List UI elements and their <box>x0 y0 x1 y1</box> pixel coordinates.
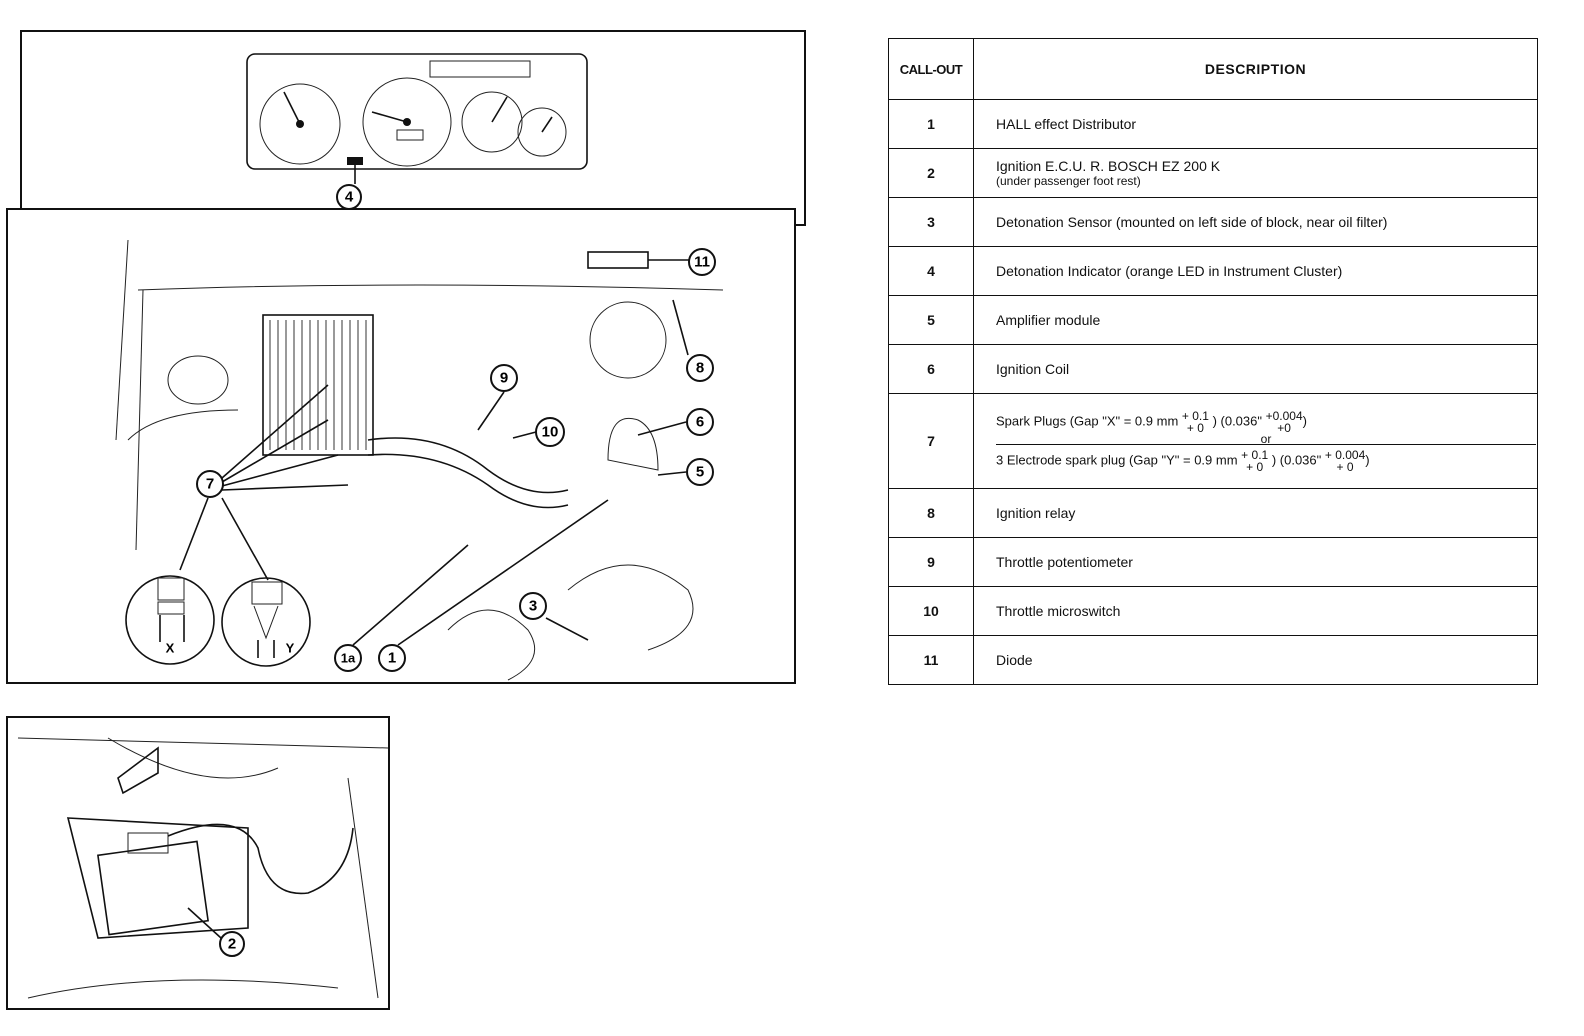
or-separator: or <box>1260 431 1272 446</box>
row-desc-line2: (under passenger foot rest) <box>996 174 1141 188</box>
row-num: 9 <box>888 537 974 587</box>
table-row: 8 Ignition relay <box>888 488 1538 538</box>
callout-6-label: 6 <box>696 414 704 431</box>
callout-3: 3 <box>519 592 547 620</box>
table-row: 11 Diode <box>888 635 1538 685</box>
callout-9-label: 9 <box>500 370 508 387</box>
row-desc: Amplifier module <box>973 295 1538 345</box>
callout-7-label: 7 <box>206 476 214 493</box>
engine-bay-drawing: 11 8 6 5 9 10 3 <box>115 239 724 681</box>
row-desc: Spark Plugs (Gap "X" = 0.9 mm + 0.1+ 0 )… <box>973 393 1538 489</box>
callout-legend-table: CALL-OUT DESCRIPTION 1 HALL effect Distr… <box>888 38 1538 685</box>
callout-9: 9 <box>490 364 518 392</box>
three-electrode-mm-tolerance: + 0.1+ 0 <box>1241 447 1269 474</box>
spark-plug-mm-tolerance: + 0.1+ 0 <box>1181 408 1209 435</box>
callout-3-label: 3 <box>529 598 537 615</box>
row-num: 5 <box>888 295 974 345</box>
gap-y-label: Y <box>286 641 295 656</box>
row-num: 2 <box>888 148 974 198</box>
row-desc: Diode <box>973 635 1538 685</box>
callout-4-label: 4 <box>345 189 354 206</box>
callout-7: 7 <box>196 470 224 498</box>
engine-bay-panel: 11 8 6 5 9 10 3 <box>6 208 796 684</box>
callout-5-label: 5 <box>696 464 704 481</box>
callout-2-label: 2 <box>228 936 236 953</box>
table-row: 10 Throttle microswitch <box>888 586 1538 636</box>
passenger-floor-drawing: 2 <box>17 737 388 999</box>
row-desc-line1: Ignition E.C.U. R. BOSCH EZ 200 K <box>996 158 1221 174</box>
callout-6: 6 <box>686 408 714 436</box>
row-desc: Ignition Coil <box>973 344 1538 394</box>
spark-plug-text: Spark Plugs (Gap "X" = 0.9 mm <box>996 412 1179 428</box>
row-num: 1 <box>888 99 974 149</box>
passenger-floor-panel: 2 <box>6 716 390 1010</box>
callout-1-label: 1 <box>388 650 396 667</box>
table-row: 3 Detonation Sensor (mounted on left sid… <box>888 197 1538 247</box>
gap-x-label: X <box>166 641 175 656</box>
row-num: 6 <box>888 344 974 394</box>
row-desc: Ignition E.C.U. R. BOSCH EZ 200 K (under… <box>973 148 1538 198</box>
table-row: 7 Spark Plugs (Gap "X" = 0.9 mm + 0.1+ 0… <box>888 393 1538 489</box>
row-num: 11 <box>888 635 974 685</box>
instrument-cluster-drawing: 4 <box>246 53 588 210</box>
three-electrode-text: 3 Electrode spark plug (Gap "Y" = 0.9 mm <box>996 451 1238 467</box>
three-electrode-inch: ) (0.036" <box>1271 451 1322 467</box>
callout-2: 2 <box>219 931 245 957</box>
spark-plug-inch-tolerance: +0.004+0 <box>1265 408 1303 435</box>
row-num: 7 <box>888 393 974 489</box>
instrument-cluster-panel: 4 <box>20 30 806 226</box>
callout-11: 11 <box>688 248 716 276</box>
table-row: 9 Throttle potentiometer <box>888 537 1538 587</box>
table-row: 1 HALL effect Distributor <box>888 99 1538 149</box>
table-row: 4 Detonation Indicator (orange LED in In… <box>888 246 1538 296</box>
header-description: DESCRIPTION <box>973 38 1538 100</box>
spark-plug-detail-x: X <box>125 575 215 665</box>
table-row: 5 Amplifier module <box>888 295 1538 345</box>
row-num: 10 <box>888 586 974 636</box>
row-desc: Throttle potentiometer <box>973 537 1538 587</box>
three-electrode-inch-tolerance: + 0.004+ 0 <box>1324 447 1366 474</box>
row-desc: Ignition relay <box>973 488 1538 538</box>
callout-8-label: 8 <box>696 360 704 377</box>
callout-10: 10 <box>535 417 565 447</box>
header-callout: CALL-OUT <box>888 38 974 100</box>
callout-5: 5 <box>686 458 714 486</box>
callout-10-label: 10 <box>542 424 559 441</box>
callout-1a: 1a <box>334 644 362 672</box>
callout-1a-label: 1a <box>341 651 356 666</box>
table-row: 6 Ignition Coil <box>888 344 1538 394</box>
row-num: 4 <box>888 246 974 296</box>
row-desc: Detonation Sensor (mounted on left side … <box>973 197 1538 247</box>
row-num: 3 <box>888 197 974 247</box>
spark-plug-line: Spark Plugs (Gap "X" = 0.9 mm + 0.1+ 0 )… <box>996 408 1307 435</box>
callout-11-label: 11 <box>694 254 710 271</box>
row-num: 8 <box>888 488 974 538</box>
callout-4: 4 <box>336 184 362 210</box>
row-desc: Throttle microswitch <box>973 586 1538 636</box>
table-row: 2 Ignition E.C.U. R. BOSCH EZ 200 K (und… <box>888 148 1538 198</box>
callout-8: 8 <box>686 354 714 382</box>
row-desc: Detonation Indicator (orange LED in Inst… <box>973 246 1538 296</box>
spark-plug-inch: ) (0.036" <box>1212 412 1262 428</box>
row-desc: HALL effect Distributor <box>973 99 1538 149</box>
spark-plug-detail-y: Y <box>221 577 311 667</box>
callout-1: 1 <box>378 644 406 672</box>
three-electrode-line: 3 Electrode spark plug (Gap "Y" = 0.9 mm… <box>996 443 1536 474</box>
